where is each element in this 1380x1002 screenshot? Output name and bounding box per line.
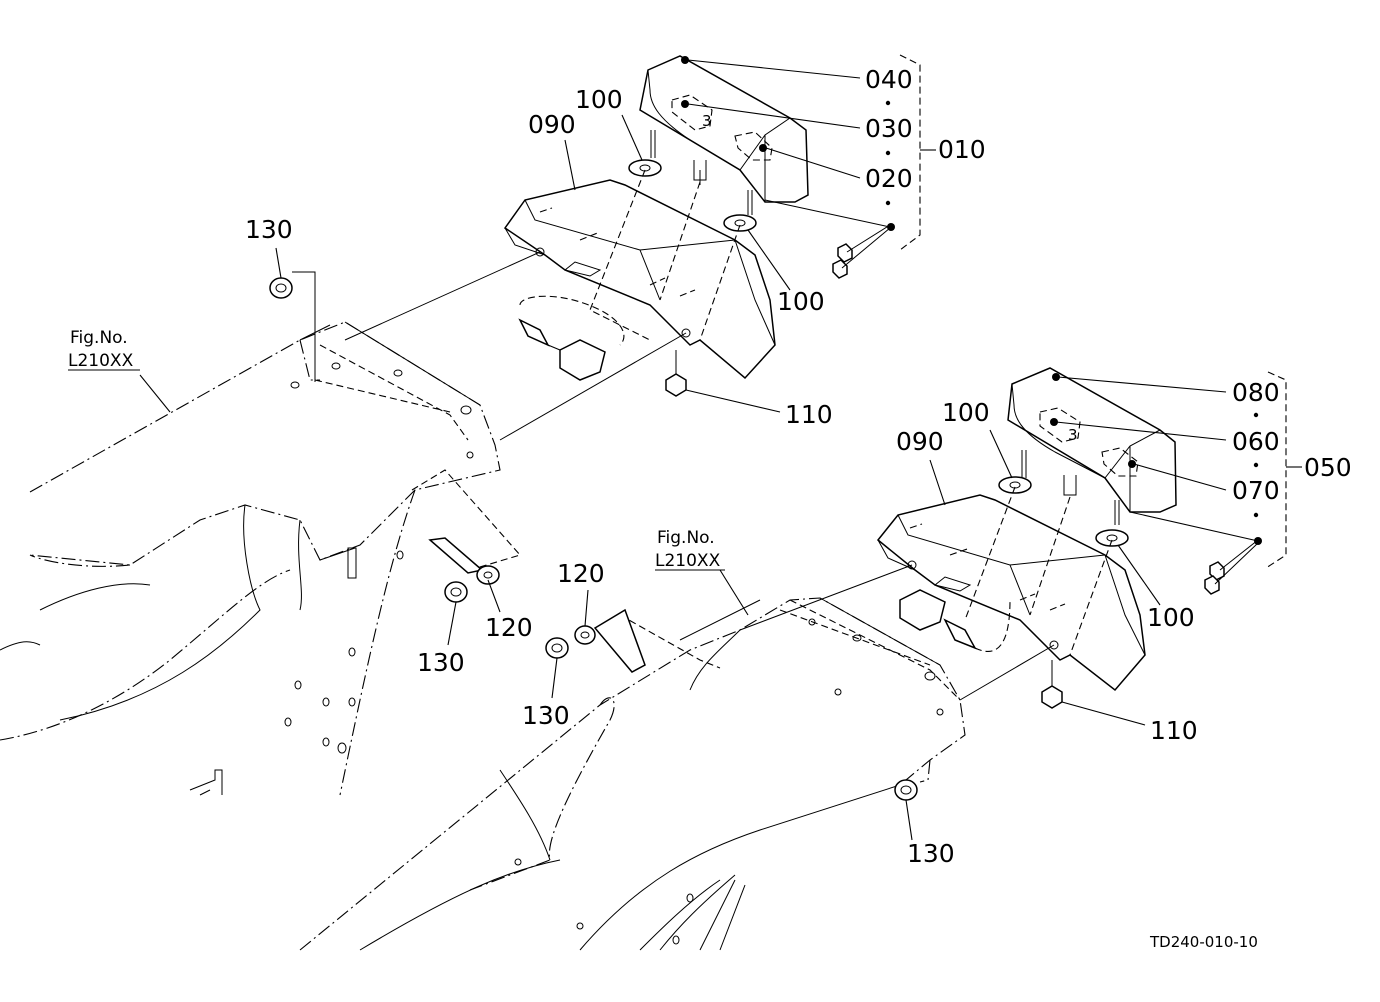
lamp-assembly-010: 3 xyxy=(344,55,895,441)
label-090-top: 090 xyxy=(528,110,576,139)
label-100-top-right: 100 xyxy=(777,287,825,316)
label-100-top-left: 100 xyxy=(575,85,623,114)
label-100-bottom-left: 100 xyxy=(942,398,990,427)
hardware xyxy=(269,271,918,801)
label-110-top: 110 xyxy=(785,400,833,429)
fig-ref-right-line1: Fig.No. xyxy=(657,528,715,548)
right-fender xyxy=(299,597,966,951)
label-040: 040 xyxy=(865,65,913,94)
label-100-bottom-right: 100 xyxy=(1147,603,1195,632)
label-060: 060 xyxy=(1232,427,1280,456)
lamp-assembly-050: 3 xyxy=(739,367,1262,709)
label-050: 050 xyxy=(1304,453,1352,482)
label-130-bottom: 130 xyxy=(907,839,955,868)
label-080: 080 xyxy=(1232,378,1280,407)
drawing-code: TD240-010-10 xyxy=(1149,933,1258,951)
label-020: 020 xyxy=(865,164,913,193)
fig-ref-left-line1: Fig.No. xyxy=(70,328,128,348)
label-130-left: 130 xyxy=(417,648,465,677)
label-130-right: 130 xyxy=(522,701,570,730)
svg-text:3: 3 xyxy=(702,112,712,130)
label-010: 010 xyxy=(938,135,986,164)
label-120-right: 120 xyxy=(557,559,605,588)
leader-lines xyxy=(68,54,1302,841)
label-090-bottom: 090 xyxy=(896,427,944,456)
svg-text:3: 3 xyxy=(1068,426,1078,444)
part-labels: 040 030 020 010 100 090 100 110 130 130 … xyxy=(68,65,1352,951)
label-120-left: 120 xyxy=(485,613,533,642)
fig-ref-left-line2: L210XX xyxy=(68,351,134,371)
left-fender xyxy=(0,321,521,796)
label-030: 030 xyxy=(865,114,913,143)
fig-ref-right-line2: L210XX xyxy=(655,551,721,571)
label-070: 070 xyxy=(1232,476,1280,505)
label-130-top-left: 130 xyxy=(245,215,293,244)
label-110-bottom: 110 xyxy=(1150,716,1198,745)
